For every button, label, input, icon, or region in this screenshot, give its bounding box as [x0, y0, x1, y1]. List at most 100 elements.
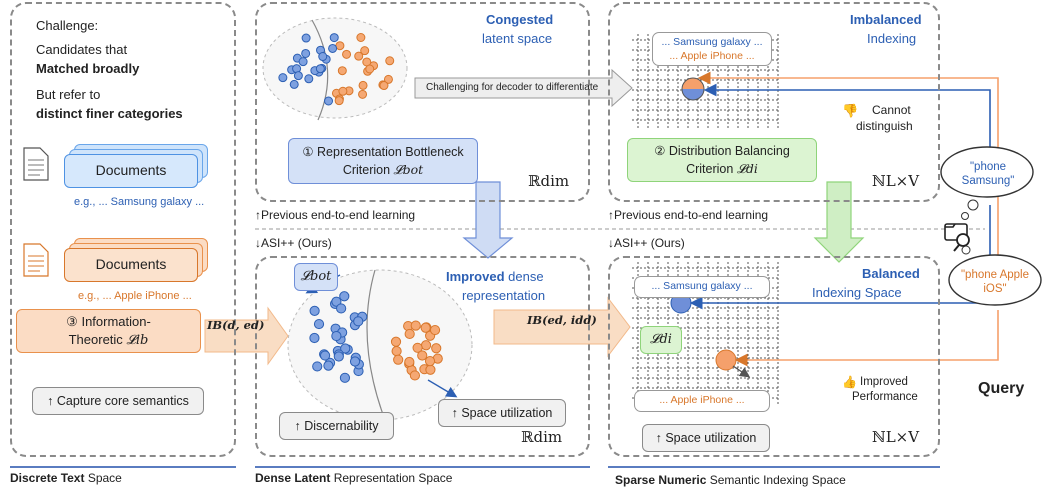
- candidates-line2: Matched broadly: [36, 61, 140, 76]
- latent-point-orange: [334, 96, 344, 106]
- but-line1: But refer to: [36, 87, 101, 102]
- challenging-text: Challenging for decoder to differentiate: [426, 82, 599, 93]
- apple-tag-bottom: ... Apple iPhone ...: [634, 390, 770, 412]
- footer-dense: Dense Latent Representation Space: [255, 471, 453, 485]
- information-theoretic-box: ③ Information- Theoretic 𝓛ib: [16, 309, 201, 353]
- panel-congested: [255, 2, 590, 202]
- document-icon-blue: [23, 147, 49, 181]
- latent-point-orange: [424, 356, 436, 367]
- latent-point-blue: [298, 57, 308, 67]
- it-line1: Information-: [81, 314, 151, 329]
- latent-point-blue: [331, 330, 342, 342]
- user-search-icon: [944, 223, 970, 252]
- rdim-bottom: ℝdim: [521, 428, 563, 446]
- latent-point-orange: [429, 324, 441, 336]
- latent-point-blue: [319, 350, 331, 361]
- latent-point-blue: [304, 74, 314, 84]
- latent-point-orange: [410, 320, 421, 331]
- latent-point-orange: [420, 322, 431, 333]
- asi-right: ↓ASI++ (Ours): [608, 236, 685, 250]
- latent-point-orange: [409, 370, 421, 381]
- latent-point-orange: [365, 64, 375, 74]
- panel-discrete-text: [10, 2, 236, 457]
- latent-point-orange: [358, 80, 368, 90]
- latent-point-blue: [315, 64, 325, 74]
- space-utilization-right: ↑ Space utilization: [642, 424, 770, 452]
- latent-point-blue: [301, 48, 311, 58]
- thought-cloud-bottom: [948, 245, 1042, 306]
- cannot-line1: Cannot: [872, 103, 911, 117]
- latent-point-blue: [324, 96, 334, 106]
- ib-d-ed: IB(d, ed): [207, 318, 265, 332]
- footer-sparse: Sparse Numeric Semantic Indexing Space: [615, 473, 846, 487]
- thumbs-up-icon: 👍: [842, 375, 857, 389]
- nlv-bottom: ℕL×V: [872, 428, 920, 446]
- latent-point-orange: [383, 74, 393, 84]
- panel-improved: [255, 256, 590, 457]
- latent-point-blue: [293, 71, 303, 81]
- latent-point-orange: [393, 354, 404, 365]
- footer-underline-left: [10, 466, 236, 468]
- discernability: ↑ Discernability: [279, 412, 394, 440]
- doc-blue-example: e.g., ... Samsung galaxy ...: [74, 196, 205, 208]
- ib-arrow-left: [204, 306, 289, 366]
- rb-line1: Representation Bottleneck: [317, 145, 464, 159]
- latent-point-orange: [404, 356, 415, 368]
- capture-core-semantics: ↑ Capture core semantics: [32, 387, 204, 415]
- latent-point-orange: [354, 51, 364, 61]
- latent-point-orange: [379, 81, 389, 91]
- imbalanced-tag-box: ... Samsung galaxy ... ... Apple iPhone …: [652, 32, 772, 66]
- samsung-tag-bottom: ... Samsung galaxy ...: [634, 276, 770, 298]
- latent-point-blue: [309, 332, 320, 344]
- latent-point-blue: [323, 360, 334, 371]
- congested-dots: [278, 32, 395, 106]
- latent-point-blue: [333, 351, 344, 362]
- but-line2: distinct finer categories: [36, 106, 183, 121]
- apple-tag-top: ... Apple iPhone ...: [669, 50, 755, 62]
- footer-discrete: Discrete Text Space: [10, 471, 122, 485]
- distribution-balancing-box: ② Distribution Balancing Criterion 𝓛di: [627, 138, 817, 182]
- latent-point-orange: [358, 89, 368, 99]
- latent-point-blue: [309, 305, 320, 317]
- latent-point-blue: [336, 303, 347, 314]
- latent-point-blue: [318, 52, 328, 62]
- imbalanced-title: Imbalanced: [850, 12, 922, 27]
- latent-point-orange: [412, 342, 423, 353]
- db-line2: Criterion: [686, 162, 734, 176]
- down-arrow-green: [813, 181, 865, 263]
- latent-point-orange: [385, 56, 395, 66]
- rb-number: ①: [302, 145, 314, 159]
- ib-ed-id: IB(ed, idd): [527, 313, 597, 327]
- latent-point-orange: [342, 49, 352, 59]
- latent-point-orange: [360, 46, 370, 56]
- cloud-apple-text: "phone Apple iOS": [960, 269, 1030, 295]
- representation-bottleneck-box: ① Representation Bottleneck Criterion 𝓛b…: [288, 138, 478, 184]
- footer-underline-mid: [255, 466, 590, 468]
- samsung-tag-top: ... Samsung galaxy ...: [661, 36, 763, 48]
- congested-title: Congested: [486, 12, 554, 27]
- panel-balanced: [608, 256, 940, 457]
- latent-point-orange: [431, 343, 442, 354]
- thumbs-down-icon: 👎: [842, 103, 859, 118]
- candidates-line1: Candidates that: [36, 42, 128, 57]
- rb-math: 𝓛bot: [393, 162, 424, 177]
- latent-point-blue: [289, 79, 299, 89]
- query-line-orange-bottom: [734, 310, 999, 367]
- balanced-title: Balanced: [862, 266, 920, 281]
- challenging-arrow: [414, 68, 633, 108]
- query-line-orange-top: [697, 71, 999, 264]
- cannot-line2: distinguish: [856, 119, 913, 133]
- thought-cloud-top: [940, 146, 1034, 220]
- latent-point-blue: [339, 372, 351, 383]
- prev-learning-mid: ↑Previous end-to-end learning: [255, 208, 416, 222]
- latent-point-blue: [349, 356, 361, 367]
- congested-cluster-outline: [262, 17, 408, 119]
- db-number: ②: [654, 144, 666, 158]
- panel-imbalanced: [608, 2, 940, 202]
- query-line-blue-top: [703, 83, 991, 160]
- latent-point-blue: [353, 316, 364, 327]
- it-line2: Theoretic: [68, 332, 123, 347]
- db-line1: Distribution Balancing: [668, 144, 790, 158]
- prev-learning-right: ↑Previous end-to-end learning: [608, 208, 769, 222]
- lbot-box: 𝓛bot: [294, 263, 338, 291]
